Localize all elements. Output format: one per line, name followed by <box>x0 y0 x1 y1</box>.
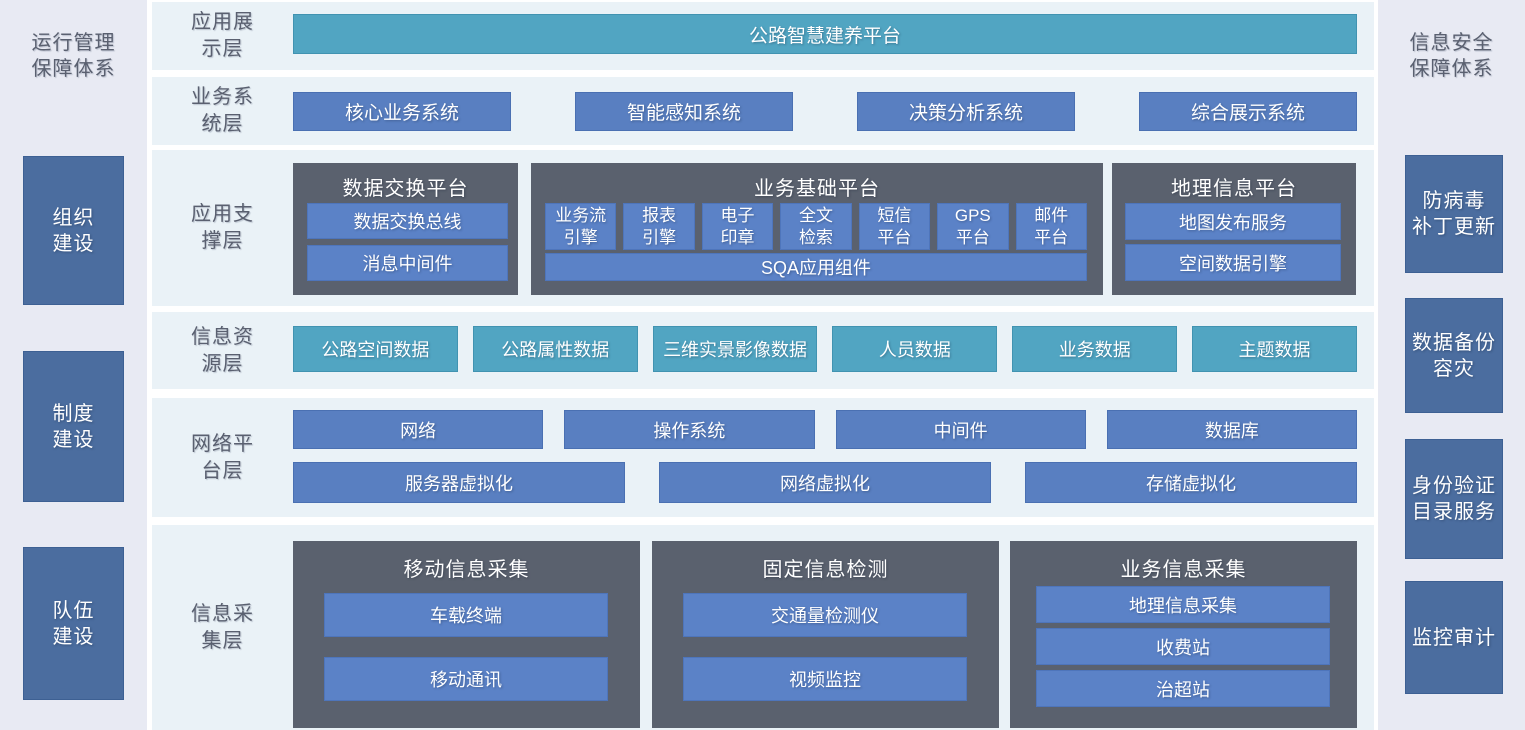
box-road-attribute-data[interactable]: 公路属性数据 <box>472 326 638 372</box>
group-gis-title: 地理信息平台 <box>1171 178 1297 200</box>
group-gis-platform: 地理信息平台 地图发布服务 空间数据引擎 <box>1112 163 1356 295</box>
box-message-middleware[interactable]: 消息中间件 <box>307 245 508 281</box>
layer-business-content: 核心业务系统 智能感知系统 决策分析系统 综合展示系统 <box>293 77 1357 145</box>
left-sidebar: 运行管理 保障体系 组织 建设 制度 建设 队伍 建设 <box>0 0 147 730</box>
sidebar-box-antivirus[interactable]: 防病毒 补丁更新 <box>1405 155 1503 273</box>
layer-support: 应用支 撑层 数据交换平台 数据交换总线 消息中间件 业务基础平台 业务流 引擎… <box>152 150 1374 306</box>
box-smart-sensing-system[interactable]: 智能感知系统 <box>575 92 793 131</box>
box-overload-station[interactable]: 治超站 <box>1036 670 1330 707</box>
box-database[interactable]: 数据库 <box>1106 410 1357 449</box>
box-traffic-detector[interactable]: 交通量检测仪 <box>683 593 967 637</box>
sidebar-box-team[interactable]: 队伍 建设 <box>23 547 124 700</box>
layer-display-content: 公路智慧建养平台 <box>293 2 1357 70</box>
network-row-lower: 服务器虚拟化 网络虚拟化 存储虚拟化 <box>293 462 1357 503</box>
box-sqa-components[interactable]: SQA应用组件 <box>545 253 1087 281</box>
layer-display: 应用展 示层 公路智慧建养平台 <box>152 2 1374 70</box>
box-personnel-data[interactable]: 人员数据 <box>832 326 998 372</box>
layer-support-content: 数据交换平台 数据交换总线 消息中间件 业务基础平台 业务流 引擎 报表 引擎 … <box>293 150 1357 306</box>
layer-network: 网络平 台层 网络 操作系统 中间件 数据库 服务器虚拟化 网络虚拟化 存储虚拟… <box>152 398 1374 517</box>
layer-collection-label: 信息采 集层 <box>191 602 254 652</box>
box-workflow-engine[interactable]: 业务流 引擎 <box>545 203 617 250</box>
box-video-surveillance[interactable]: 视频监控 <box>683 657 967 701</box>
group-business-base-title: 业务基础平台 <box>754 178 880 200</box>
layer-resource: 信息资 源层 公路空间数据 公路属性数据 三维实景影像数据 人员数据 业务数据 … <box>152 312 1374 389</box>
box-business-data[interactable]: 业务数据 <box>1012 326 1178 372</box>
box-decision-analysis-system[interactable]: 决策分析系统 <box>857 92 1075 131</box>
left-sidebar-title: 运行管理 保障体系 <box>31 32 116 80</box>
layer-collection: 信息采 集层 移动信息采集 车载终端 移动通讯 固定信息检测 交通量检测仪 视频… <box>152 525 1374 730</box>
sidebar-box-backup[interactable]: 数据备份 容灾 <box>1405 298 1503 413</box>
sidebar-box-audit[interactable]: 监控审计 <box>1405 581 1503 694</box>
box-comprehensive-display-system[interactable]: 综合展示系统 <box>1139 92 1357 131</box>
box-map-publish-service[interactable]: 地图发布服务 <box>1125 203 1341 240</box>
box-operating-system[interactable]: 操作系统 <box>564 410 815 449</box>
box-network[interactable]: 网络 <box>293 410 544 449</box>
group-fixed-detection: 固定信息检测 交通量检测仪 视频监控 <box>652 541 999 728</box>
layer-resource-content: 公路空间数据 公路属性数据 三维实景影像数据 人员数据 业务数据 主题数据 <box>293 312 1357 389</box>
layer-network-content: 网络 操作系统 中间件 数据库 服务器虚拟化 网络虚拟化 存储虚拟化 <box>293 398 1357 517</box>
box-vehicle-terminal[interactable]: 车载终端 <box>324 593 608 637</box>
box-geo-info-collection[interactable]: 地理信息采集 <box>1036 586 1330 623</box>
box-road-spatial-data[interactable]: 公路空间数据 <box>293 326 458 372</box>
group-data-exchange-title: 数据交换平台 <box>342 178 469 200</box>
box-data-exchange-bus[interactable]: 数据交换总线 <box>307 203 508 239</box>
box-mail-platform[interactable]: 邮件 平台 <box>1015 203 1087 250</box>
box-core-business-system[interactable]: 核心业务系统 <box>293 92 511 131</box>
layer-network-label: 网络平 台层 <box>191 432 254 482</box>
right-sidebar: 信息安全 保障体系 防病毒 补丁更新 数据备份 容灾 身份验证 目录服务 监控审… <box>1378 0 1525 730</box>
box-theme-data[interactable]: 主题数据 <box>1192 326 1357 372</box>
layer-support-label: 应用支 撑层 <box>191 203 254 252</box>
group-data-exchange-platform: 数据交换平台 数据交换总线 消息中间件 <box>293 163 518 295</box>
box-fulltext-search[interactable]: 全文 检索 <box>780 203 852 250</box>
right-sidebar-title: 信息安全 保障体系 <box>1409 32 1494 80</box>
sidebar-box-organization[interactable]: 组织 建设 <box>23 156 124 305</box>
group-business-collection-title: 业务信息采集 <box>1120 559 1247 581</box>
box-middleware[interactable]: 中间件 <box>835 410 1086 449</box>
sidebar-box-identity[interactable]: 身份验证 目录服务 <box>1405 439 1503 559</box>
box-e-seal[interactable]: 电子 印章 <box>701 203 774 250</box>
base-platform-small-boxes: 业务流 引擎 报表 引擎 电子 印章 全文 检索 短信 平台 GPS 平台 邮件… <box>545 203 1087 250</box>
group-mobile-collection-title: 移动信息采集 <box>403 559 530 581</box>
group-business-base-platform: 业务基础平台 业务流 引擎 报表 引擎 电子 印章 全文 检索 短信 平台 GP… <box>531 163 1103 295</box>
box-sms-platform[interactable]: 短信 平台 <box>858 203 931 250</box>
box-network-virtualization[interactable]: 网络虚拟化 <box>659 462 991 503</box>
layer-business: 业务系 统层 核心业务系统 智能感知系统 决策分析系统 综合展示系统 <box>152 77 1374 145</box>
resource-data-boxes: 公路空间数据 公路属性数据 三维实景影像数据 人员数据 业务数据 主题数据 <box>293 326 1357 372</box>
box-3d-imagery-data[interactable]: 三维实景影像数据 <box>652 326 818 372</box>
business-system-boxes: 核心业务系统 智能感知系统 决策分析系统 综合展示系统 <box>293 92 1357 131</box>
box-gps-platform[interactable]: GPS 平台 <box>937 203 1009 250</box>
group-business-collection: 业务信息采集 地理信息采集 收费站 治超站 <box>1010 541 1357 728</box>
network-row-upper: 网络 操作系统 中间件 数据库 <box>293 410 1357 449</box>
box-storage-virtualization[interactable]: 存储虚拟化 <box>1025 462 1357 503</box>
layer-business-label: 业务系 统层 <box>191 86 254 135</box>
box-mobile-communication[interactable]: 移动通讯 <box>324 657 608 701</box>
sidebar-box-institution[interactable]: 制度 建设 <box>23 351 124 502</box>
group-fixed-detection-title: 固定信息检测 <box>762 559 889 581</box>
layer-collection-content: 移动信息采集 车载终端 移动通讯 固定信息检测 交通量检测仪 视频监控 业务信息… <box>293 525 1357 730</box>
layer-display-label: 应用展 示层 <box>191 11 254 60</box>
platform-bar[interactable]: 公路智慧建养平台 <box>293 14 1357 54</box>
box-spatial-data-engine[interactable]: 空间数据引擎 <box>1125 244 1341 281</box>
group-mobile-collection: 移动信息采集 车载终端 移动通讯 <box>293 541 640 728</box>
box-server-virtualization[interactable]: 服务器虚拟化 <box>293 462 625 503</box>
box-report-engine[interactable]: 报表 引擎 <box>623 203 695 250</box>
box-toll-station[interactable]: 收费站 <box>1036 628 1330 665</box>
layer-resource-label: 信息资 源层 <box>191 325 254 375</box>
